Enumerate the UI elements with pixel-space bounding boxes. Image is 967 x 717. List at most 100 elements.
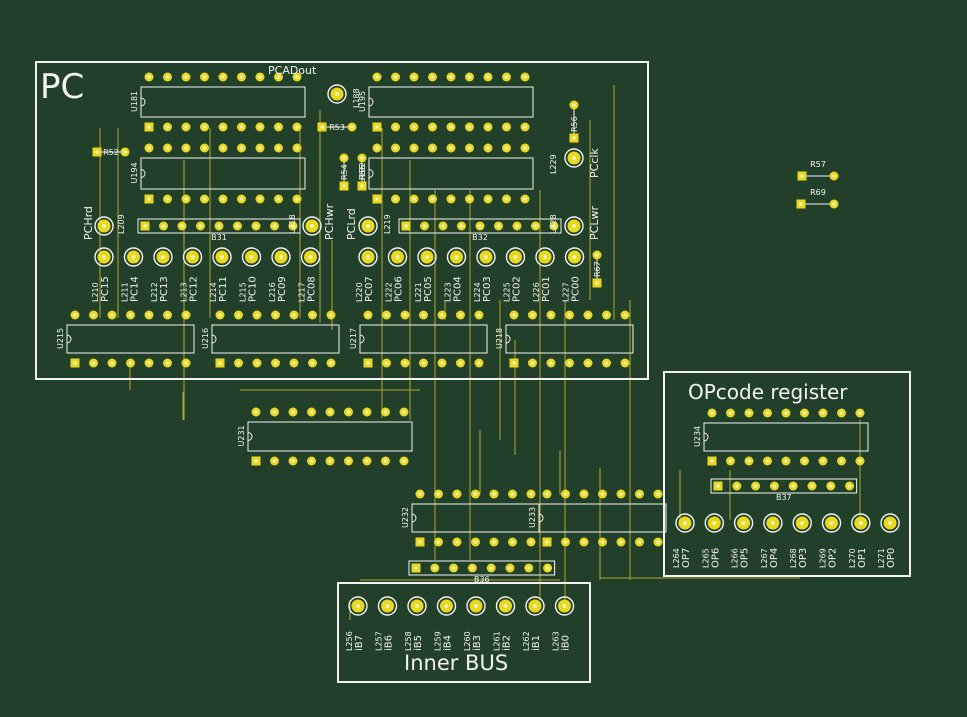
drill-hole [549,313,553,317]
drill-hole [545,540,549,544]
led-outline [348,596,368,616]
drill-hole [467,146,472,150]
led-ref-label: L257 [375,631,384,651]
drill-hole [492,540,496,544]
led-label: PC03 [482,276,493,302]
chip-body [359,324,488,354]
led-label: PC01 [541,276,552,302]
led-outline [880,513,900,533]
drill-hole [600,492,605,496]
header-outline [710,478,858,494]
drill-hole [477,361,481,365]
led-outline [564,247,585,267]
led-label: PC14 [130,276,141,302]
led-outline [300,247,321,267]
drill-hole [202,197,207,201]
drill-hole [504,75,509,79]
led-outline [417,247,437,267]
control-led-ref: L228 [549,214,558,234]
resistor-ref-label: R55 [358,164,367,180]
drill-hole [415,604,419,608]
led-outline [466,596,486,616]
drill-hole [272,410,277,414]
led-label: OP3 [798,548,809,568]
drill-hole [328,459,332,463]
drill-hole [637,540,642,544]
drill-hole [433,566,437,570]
drill-hole [810,484,814,488]
drill-hole [220,255,224,259]
drill-hole [383,459,388,463]
drill-hole [799,202,803,206]
drill-hole [131,255,136,259]
drill-hole [523,146,527,150]
drill-hole [784,411,788,415]
drill-hole [258,146,262,150]
chip-ref-label: U194 [130,162,139,183]
drill-hole [258,75,262,79]
control-led-ref: L219 [383,214,392,234]
drill-hole [393,197,398,201]
resistor-ref-label: R57 [810,160,826,169]
drill-hole [310,313,315,317]
chip-notch [703,432,709,442]
drill-hole [454,255,459,259]
drill-hole [545,566,550,570]
drill-hole [747,411,751,415]
drill-hole [523,197,527,201]
header-ref-label: B32 [472,233,488,242]
drill-hole [403,313,407,317]
drill-hole [449,125,453,129]
led-label: PC10 [248,276,259,302]
drill-hole [375,125,379,129]
drill-hole [572,136,576,140]
chip-ref-label: U181 [130,91,139,112]
drill-hole [444,604,449,608]
drill-hole [586,361,590,365]
led-ref-label: L224 [473,282,482,302]
drill-hole [449,197,453,201]
drill-hole [412,146,416,150]
drill-hole [255,361,259,365]
drill-hole [735,484,739,488]
chip-body [66,324,195,354]
drill-hole [441,224,445,228]
led-outline [358,216,378,236]
drill-hole [239,75,244,79]
drill-hole [366,361,370,365]
drill-hole [449,146,453,150]
chip-notch [368,97,374,107]
drill-hole [467,75,472,79]
drill-hole [329,361,333,365]
led-ref-label: L260 [463,631,472,651]
drill-hole [393,146,398,150]
led-ref-label: L268 [789,548,798,568]
drill-hole [582,492,586,496]
led-label: OP2 [828,548,839,568]
drill-hole [586,313,590,317]
led-label: iB3 [472,635,483,651]
led-outline [302,216,322,236]
drill-hole [710,411,714,415]
drill-hole [342,184,346,188]
drill-hole [202,125,207,129]
led-ref-label: L225 [503,282,512,302]
drill-hole [180,224,184,228]
drill-hole [858,459,862,463]
led-outline [821,513,842,533]
chip-ref-label: U218 [495,328,504,349]
chip-body [247,421,413,452]
drill-hole [765,411,770,415]
resistor-ref-label: R52 [103,148,119,157]
led-outline [851,513,871,533]
drill-hole [221,146,225,150]
led-ref-label: L267 [760,548,769,568]
drill-hole [716,484,720,488]
drill-hole [712,521,717,525]
drill-hole [572,255,577,259]
led-label: PC12 [189,276,200,302]
led-label: PC13 [159,276,170,302]
drill-hole [545,492,549,496]
led-label: PC02 [512,276,523,302]
drill-hole [292,313,296,317]
